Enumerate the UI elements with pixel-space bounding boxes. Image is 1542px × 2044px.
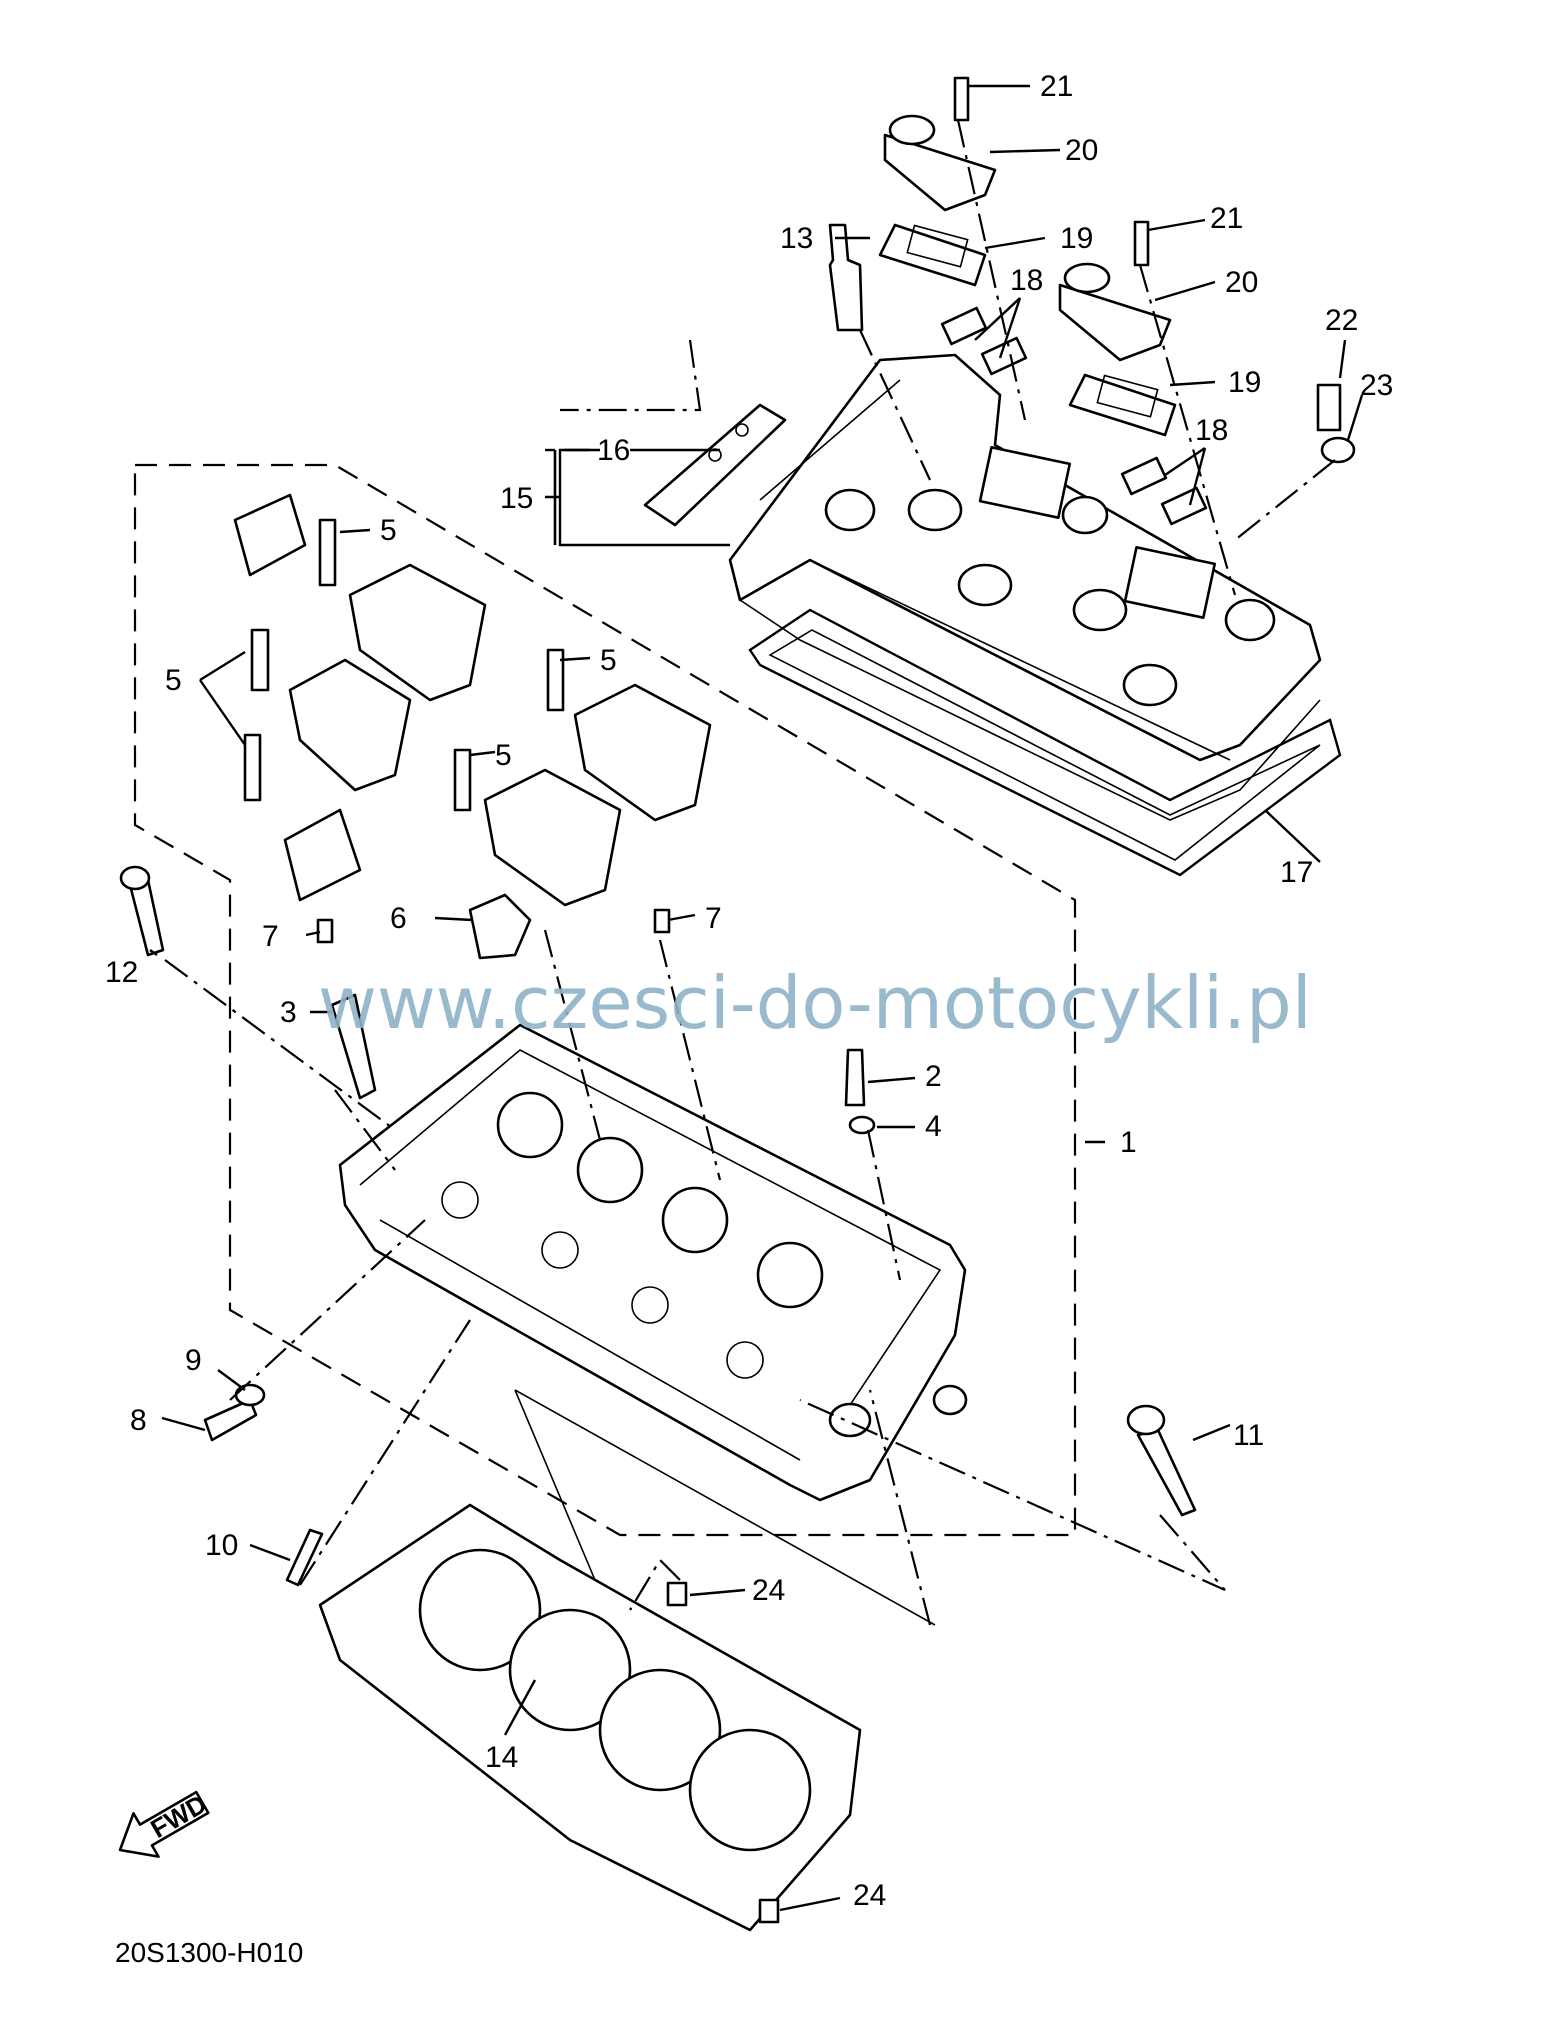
valve-cover-gasket [748, 608, 1342, 877]
reed-18d [1160, 486, 1208, 526]
callout-24a: 24 [752, 1574, 785, 1607]
callout-15: 15 [500, 482, 533, 515]
reed-cover-lower [1058, 262, 1177, 437]
reed-18c [1120, 456, 1168, 496]
callout-20a: 20 [1065, 134, 1098, 167]
svg-text:FWD: FWD [145, 1788, 211, 1844]
callout-9: 9 [185, 1344, 202, 1377]
watermark: www.czesci-do-motocykli.pl [318, 961, 1312, 1045]
guide-3 [330, 993, 377, 1100]
bolt-22 [1316, 383, 1342, 432]
callout-3: 3 [280, 996, 297, 1029]
o-ring-4 [848, 1115, 876, 1135]
bolt-11 [1136, 1428, 1197, 1517]
callout-2: 2 [925, 1060, 942, 1093]
callout-23: 23 [1360, 369, 1393, 402]
diagram-code: 20S1300-H010 [115, 1937, 303, 1968]
callout-13: 13 [780, 222, 813, 255]
callout-1: 1 [1120, 1126, 1137, 1159]
bolt-5a [318, 518, 337, 587]
bolt-8 [203, 1398, 258, 1442]
dowel-7b [653, 908, 671, 934]
valve-cover [728, 353, 1322, 821]
gasket-boundary [514, 1389, 936, 1626]
dowel-24a [666, 1581, 688, 1607]
stud-2 [844, 1048, 866, 1107]
callout-18a: 18 [1010, 264, 1043, 297]
callout-5d: 5 [495, 739, 512, 772]
callout-22: 22 [1325, 304, 1358, 337]
callout-6: 6 [390, 902, 407, 935]
callout-18b: 18 [1195, 414, 1228, 447]
bolt-5e [453, 748, 472, 812]
fwd-arrow-icon: FWD [118, 1788, 212, 1858]
callout-14: 14 [485, 1741, 518, 1774]
callout-5b: 5 [165, 664, 182, 697]
dowel-7a [316, 918, 334, 944]
spark-plug [828, 223, 864, 332]
leader-lines [149, 84, 1364, 1912]
head-gasket [318, 1503, 862, 1932]
callout-8: 8 [130, 1404, 147, 1437]
callout-21a: 21 [1040, 70, 1073, 103]
callout-12: 12 [105, 956, 138, 989]
centerlines [164, 119, 1336, 1626]
plate-16 [643, 403, 787, 527]
bolt-5b [250, 628, 270, 692]
callout-5a: 5 [380, 514, 397, 547]
dowel-24b [758, 1898, 780, 1924]
plug-6 [468, 893, 532, 960]
callout-4: 4 [925, 1110, 942, 1143]
head-assembly-boundary [133, 463, 1077, 1537]
stud-10 [285, 1528, 324, 1587]
reed-cover-upper [878, 114, 997, 287]
callout-19a: 19 [1060, 222, 1093, 255]
callout-7a: 7 [262, 920, 279, 953]
callout-21b: 21 [1210, 202, 1243, 235]
valve-cover-gasket-inner [768, 629, 1321, 861]
callout-24b: 24 [853, 1879, 886, 1912]
callout-16: 16 [597, 434, 630, 467]
bolt-21a [953, 76, 970, 122]
washer-9 [234, 1383, 266, 1407]
bolt-5c [243, 733, 262, 802]
callout-20b: 20 [1225, 266, 1258, 299]
reed-18a [940, 306, 988, 346]
bolt-5d [546, 648, 565, 712]
reed-18b [980, 336, 1028, 376]
callout-5c: 5 [600, 644, 617, 677]
bolt-12 [128, 878, 165, 957]
washer-23 [1320, 436, 1356, 464]
bolt-21b [1133, 220, 1150, 267]
callout-7b: 7 [705, 902, 722, 935]
callout-17: 17 [1280, 856, 1313, 889]
callout-19b: 19 [1228, 366, 1261, 399]
callout-10: 10 [205, 1529, 238, 1562]
cam-caps [233, 493, 712, 907]
callout-11: 11 [1233, 1419, 1264, 1452]
